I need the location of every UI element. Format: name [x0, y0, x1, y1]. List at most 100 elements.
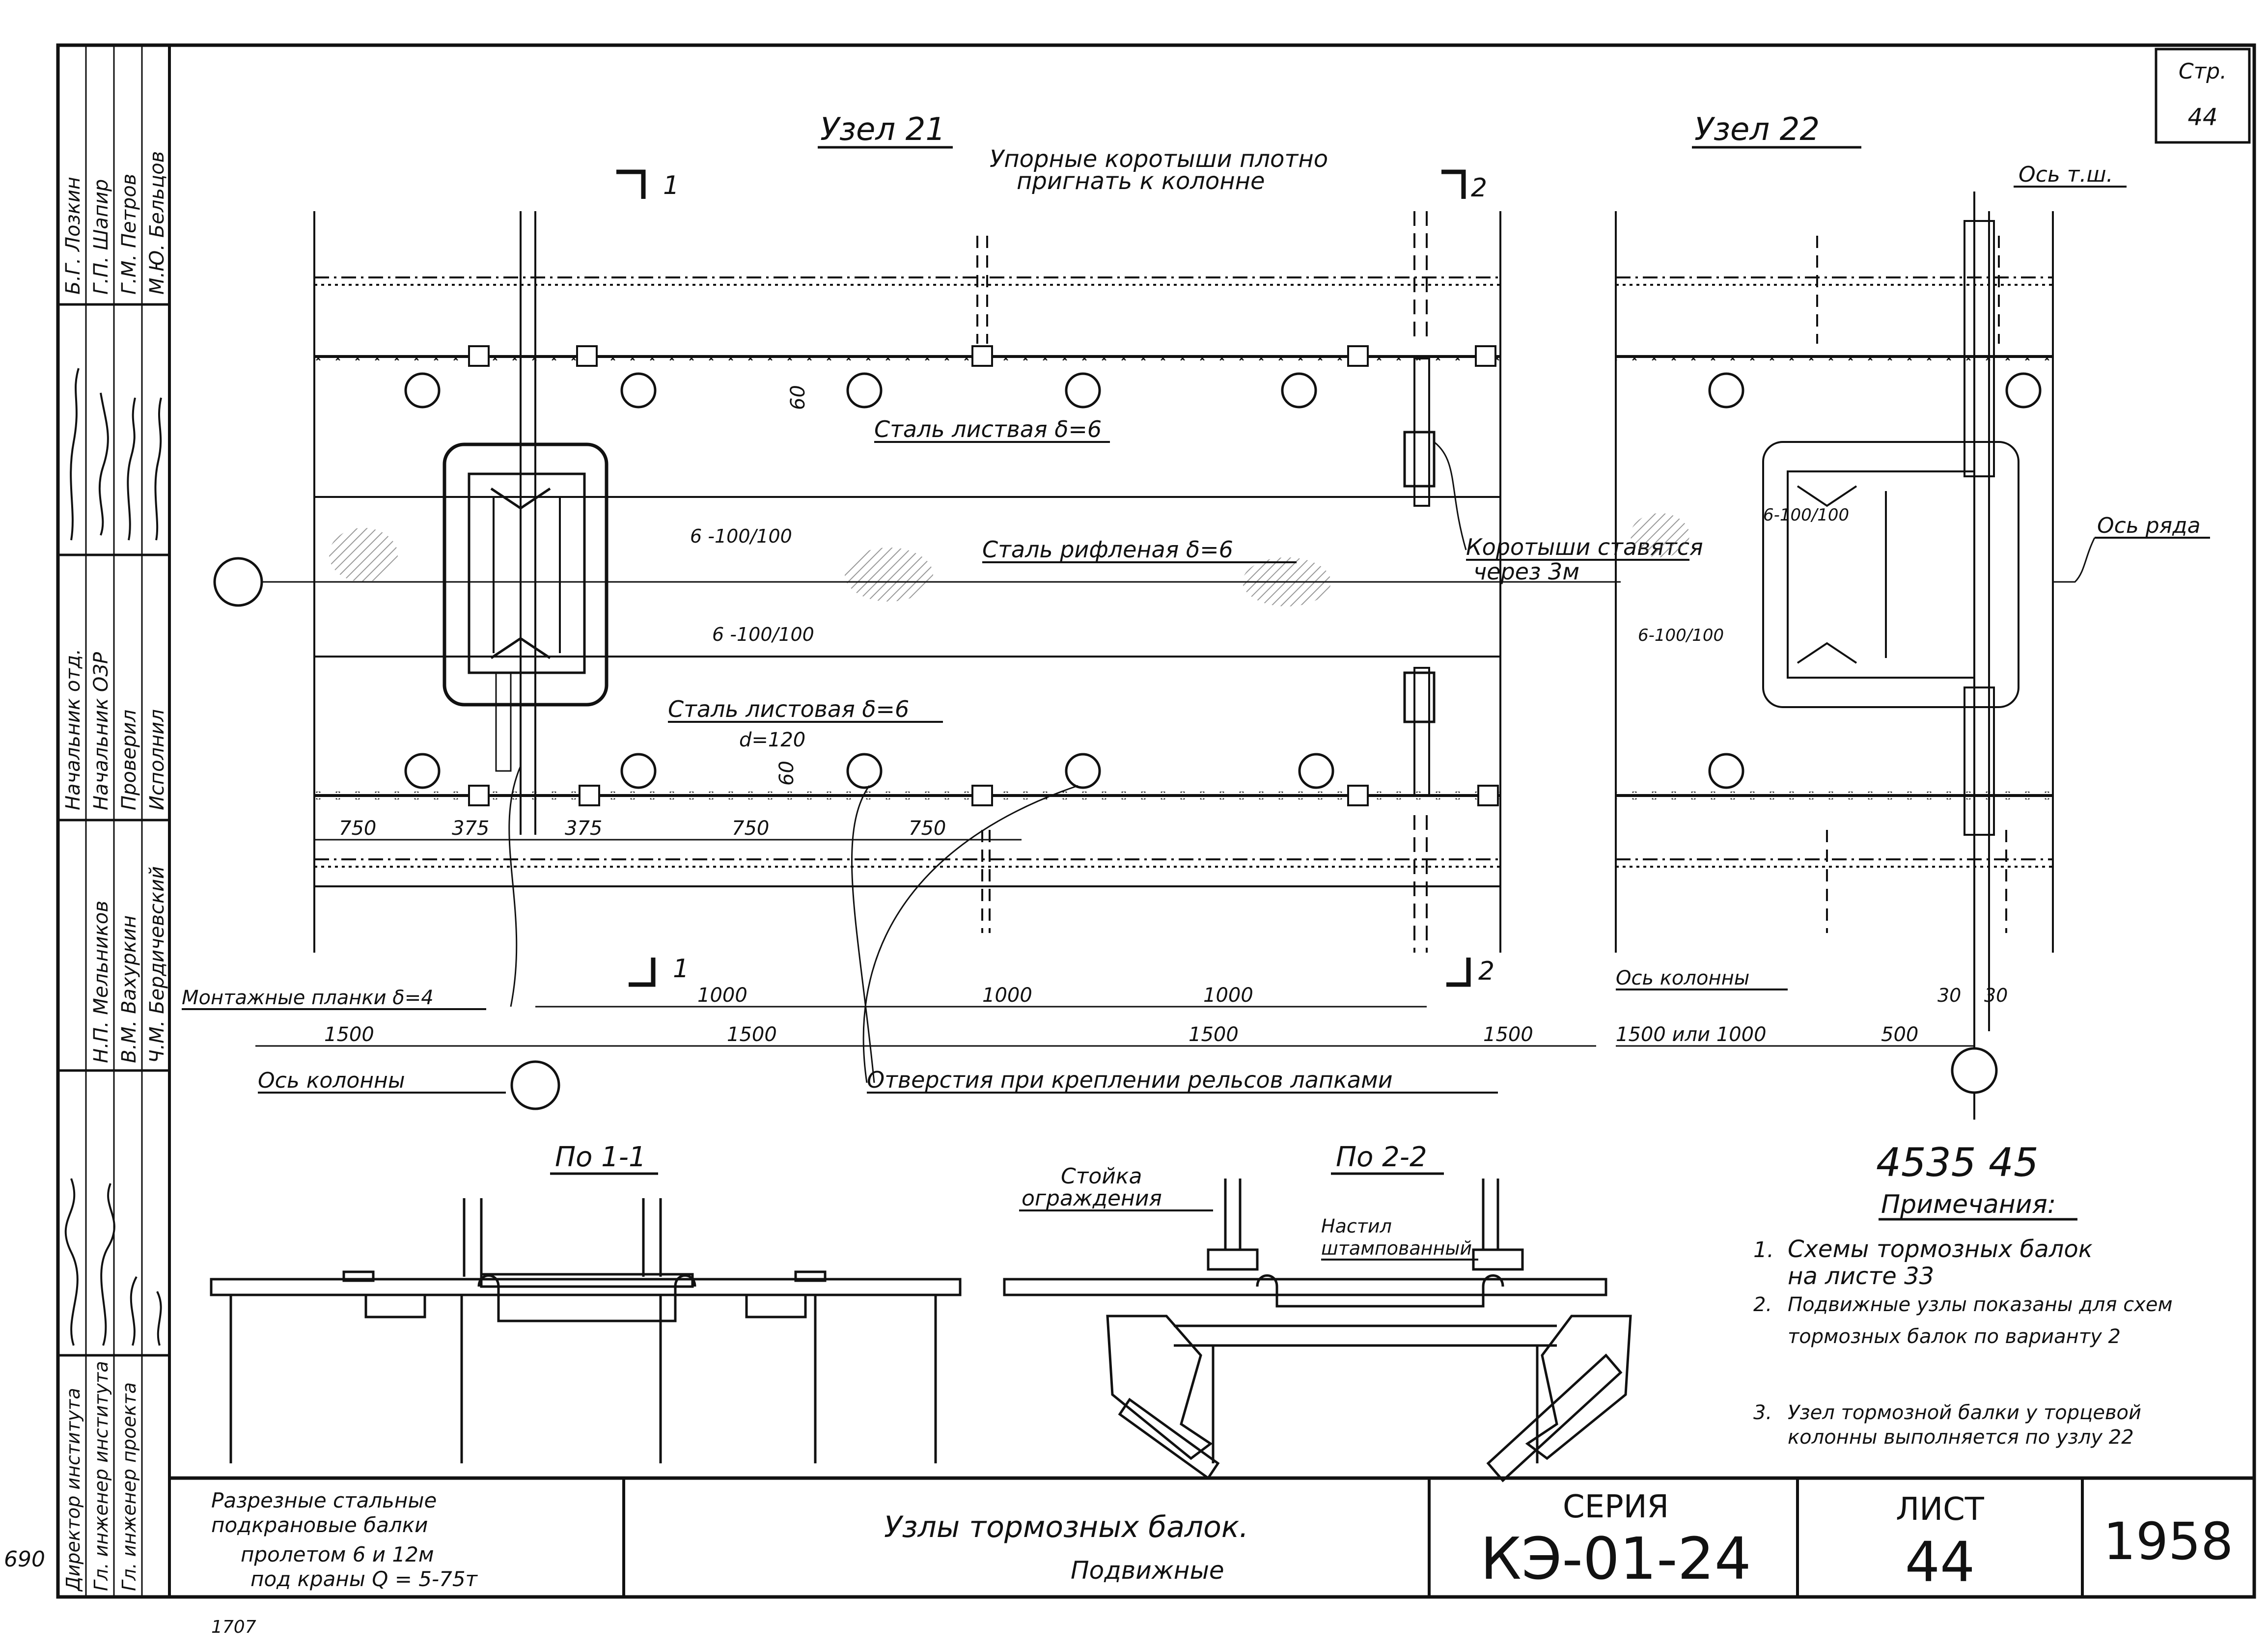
label-checker-plate: Сталь рифленая δ=6 — [982, 536, 1233, 563]
clips-lower — [468, 785, 1499, 806]
tb-sheet-value: 44 — [1905, 1531, 1975, 1594]
cut-mark-1-bottom: 1 — [629, 954, 689, 987]
dim-1500-d: 1500 — [1483, 1023, 1533, 1046]
stamp-role-2: Начальник ОЗР — [90, 652, 112, 810]
label-post-1: Стойка — [1061, 1164, 1142, 1189]
uzel-21-note-stops-line2: пригнать к колонне — [1017, 167, 1265, 195]
stamp-role-1: Начальник отд. — [62, 649, 84, 810]
side-stamp: Б.Г. Лозкин Г.П. Шапир Г.М. Петров М.Ю. … — [58, 45, 169, 1597]
label-short-pieces-2: через 3м — [1473, 558, 1579, 585]
note-1-line1: Схемы тормозных балок — [1788, 1235, 2093, 1263]
stamp-name2-3: Ч.М. Бердичевский — [146, 866, 168, 1063]
section-1-1-title: По 1-1 — [555, 1141, 646, 1173]
label-column-axis: Ось колонны — [258, 1068, 405, 1093]
checker-plate-hatch — [329, 528, 1331, 606]
tb-sheet-label: ЛИСТ — [1896, 1491, 1985, 1528]
stamp-role-4: Исполнил — [146, 709, 168, 810]
uzel-22-weld-2: 6-100/100 — [1638, 626, 1724, 645]
dim-1500-c: 1500 — [1189, 1023, 1239, 1046]
note-2-num: 2. — [1753, 1293, 1772, 1316]
label-weld-1: 6 -100/100 — [690, 525, 792, 547]
label-post-2: ограждения — [1022, 1186, 1162, 1211]
column-node — [443, 211, 608, 835]
uzel-21-title: Узел 21 — [820, 111, 945, 148]
dim-750-a: 750 — [339, 817, 376, 840]
title-block: Разрезные стальные подкрановые балки про… — [169, 1476, 2254, 1597]
note-2-line2: тормозных балок по варианту 2 — [1788, 1325, 2121, 1348]
stamp-name2-2: В.М. Вахуркин — [118, 915, 140, 1063]
stamp-name-3: Г.М. Петров — [118, 174, 140, 295]
notes-heading: Примечания: — [1881, 1190, 2056, 1219]
archive-number: 4535 45 — [1876, 1140, 2039, 1185]
dim-60-upper: 60 — [787, 385, 809, 410]
uzel-22-dim-span: 1500 или 1000 — [1616, 1023, 1767, 1046]
label-row-axis: Ось ряда — [2097, 513, 2201, 538]
dim-1000-a: 1000 — [697, 984, 747, 1007]
page-label: Стр. — [2179, 59, 2227, 84]
tb-description-1: Разрезные стальные — [211, 1488, 437, 1512]
svg-text:2: 2 — [1478, 957, 1494, 986]
signatures-group-2 — [64, 1178, 162, 1346]
stamp-role2-1: Директор института — [62, 1388, 84, 1592]
section-2-2-title: По 2-2 — [1336, 1141, 1427, 1173]
stamp-name-2: Г.П. Шапир — [90, 179, 112, 295]
note-3-num: 3. — [1753, 1401, 1772, 1424]
section-1-1: По 1-1 — [210, 1141, 962, 1463]
uzel-22-title: Узел 22 — [1694, 111, 1820, 148]
cut-mark-1-top: 1 — [616, 169, 679, 200]
upper-plate-edge — [314, 496, 1500, 498]
stamp-role-3: Проверил — [118, 710, 140, 810]
tb-series-label: СЕРИЯ — [1563, 1489, 1669, 1525]
stamp-role2-2: Гл. инженер института — [90, 1361, 112, 1591]
svg-text:1: 1 — [673, 954, 689, 984]
dim-1500-a: 1500 — [324, 1023, 374, 1046]
stamp-name2-1: Н.П. Мельников — [90, 901, 112, 1063]
cut-mark-2-top: 2 — [1441, 169, 1487, 203]
tb-description-4: под краны Q = 5-75т — [250, 1567, 478, 1591]
label-deck-2: штампованный — [1321, 1237, 1472, 1259]
dim-1500-b: 1500 — [727, 1023, 777, 1046]
uzel-22-dim-30a: 30 — [1937, 985, 1961, 1006]
uzel-22-dim-500: 500 — [1881, 1023, 1918, 1046]
tb-description-3: пролетом 6 и 12м — [241, 1542, 434, 1566]
margin-bottom-number: 1707 — [211, 1617, 256, 1637]
uzel-21-note-stops-line1: Упорные коротыши плотно — [990, 145, 1328, 173]
note-3-line1: Узел тормозной балки у торцевой — [1788, 1401, 2141, 1424]
uzel-22-weld-1: 6-100/100 — [1763, 505, 1849, 525]
label-sheet-steel-lower: Сталь листовая δ=6 — [668, 696, 909, 722]
rail-holes — [404, 372, 1334, 789]
margin-left-number: 690 — [4, 1547, 45, 1572]
signatures-group-1 — [70, 368, 162, 541]
uzel-22-column-axis-marker — [1951, 1047, 1998, 1094]
cut-mark-2-bottom: 2 — [1446, 957, 1494, 987]
dim-375-b: 375 — [565, 817, 602, 840]
stamp-name-1: Б.Г. Лозкин — [62, 177, 84, 295]
uzel-22-column-axis: Ось колонны — [1616, 967, 1749, 989]
dim-750-c: 750 — [909, 817, 946, 840]
note-3-line2: колонны выполняется по узлу 22 — [1788, 1426, 2134, 1449]
label-rail-holes: Отверстия при креплении рельсов лапками — [867, 1067, 1393, 1093]
notes: Примечания: 1. Схемы тормозных балок на … — [1753, 1190, 2173, 1449]
uzel-22-plan: Узел 22 Ось т.ш. — [1615, 111, 2210, 1120]
clips-upper — [468, 345, 1496, 367]
page-number-box: Стр. 44 — [2155, 48, 2251, 144]
tb-drawing-title-2: Подвижные — [1071, 1556, 1224, 1585]
label-sheet-steel-upper: Сталь листвая δ=6 — [874, 416, 1102, 442]
dim-1000-c: 1000 — [1203, 984, 1253, 1007]
dim-1000-b: 1000 — [982, 984, 1032, 1007]
dim-750-b: 750 — [732, 817, 769, 840]
label-axis-tsh: Ось т.ш. — [2019, 162, 2113, 187]
tb-drawing-title-1: Узлы тормозных балок. — [884, 1510, 1248, 1544]
lower-plate-edge — [314, 656, 1500, 658]
page-number: 44 — [2187, 104, 2217, 131]
tb-description-2: подкрановые балки — [211, 1513, 428, 1537]
tb-year: 1958 — [2103, 1511, 2234, 1571]
note-2-line1: Подвижные узлы показаны для схем — [1788, 1293, 2173, 1316]
note-1-num: 1. — [1753, 1237, 1774, 1263]
stamp-role2-3: Гл. инженер проекта — [118, 1382, 140, 1591]
right-stop-node — [1403, 211, 1436, 953]
label-hole-diameter: d=120 — [739, 729, 805, 751]
row-axis-marker-left — [213, 557, 263, 607]
svg-text:1: 1 — [663, 171, 679, 200]
